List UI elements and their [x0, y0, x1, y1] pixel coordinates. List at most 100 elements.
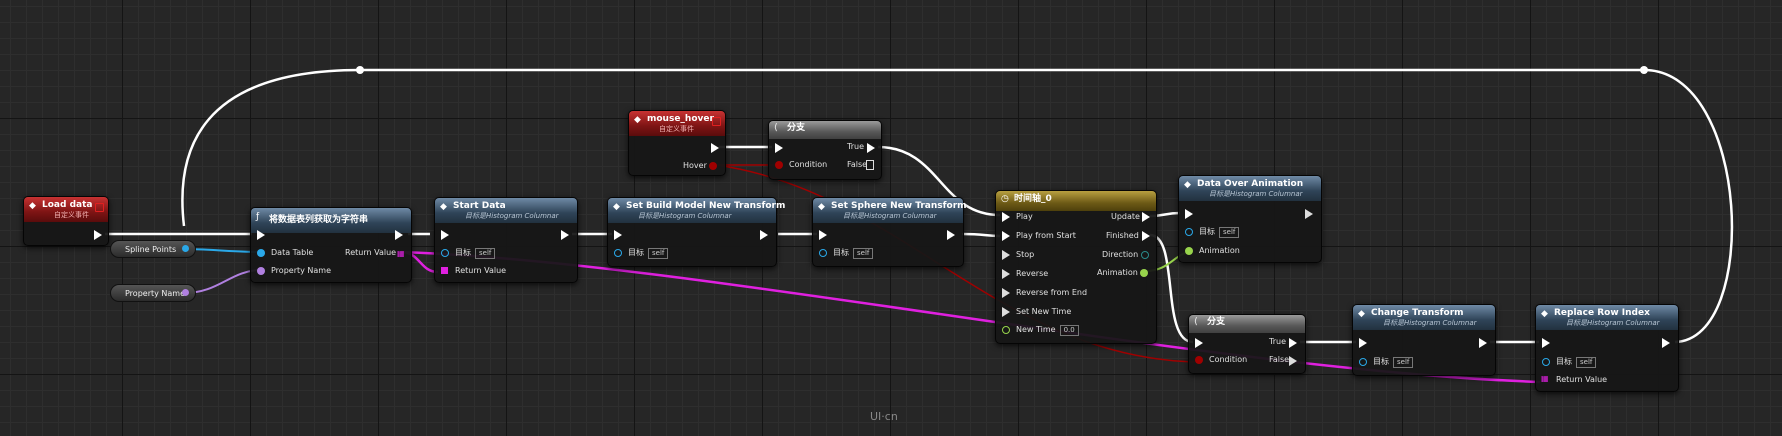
array-pin-icon[interactable]: ▦ [397, 249, 405, 258]
get-table-column-node[interactable]: ƒ 将数据表列获取为字符串 Data Table Return Value ▦ … [250, 207, 412, 283]
replace-row-index-node[interactable]: ◆ Replace Row Index 目标是Histogram Columna… [1535, 304, 1679, 392]
exec-out-pin[interactable] [1479, 338, 1487, 348]
node-title: 分支 [787, 123, 806, 133]
node-title: Set Sphere New Transform [831, 201, 967, 211]
true-exec-pin[interactable] [1289, 338, 1297, 348]
struct-pin-icon[interactable] [441, 267, 448, 274]
node-subtitle: 目标是Histogram Columnar [1566, 319, 1660, 327]
direction-pin[interactable] [1141, 251, 1149, 259]
get-table-header[interactable]: ƒ 将数据表列获取为字符串 [251, 208, 411, 233]
new-time-pin[interactable] [1002, 326, 1010, 334]
event-icon: ◆ [29, 201, 36, 211]
data-over-header[interactable]: ◆ Data Over Animation 目标是Histogram Colum… [1179, 176, 1321, 201]
target-pin[interactable] [819, 249, 827, 257]
exec-out-pin[interactable] [760, 230, 768, 240]
exec-out-pin[interactable] [947, 230, 955, 240]
node-title: Change Transform [1371, 308, 1464, 318]
condition-pin[interactable] [1195, 356, 1203, 364]
name-pin[interactable] [182, 289, 189, 296]
animation-pin[interactable] [1140, 269, 1148, 277]
property-name-variable[interactable]: Property Name [110, 284, 196, 302]
load-data-node[interactable]: ◆ Load data 自定义事件 [23, 196, 109, 246]
branch-bottom-header[interactable]: ⟨ 分支 [1189, 315, 1305, 333]
target-pin[interactable] [1542, 358, 1550, 366]
spline-points-variable[interactable]: Spline Points [110, 240, 196, 258]
set-sphere-header[interactable]: ◆ Set Sphere New Transform 目标是Histogram … [813, 198, 967, 223]
target-pin[interactable] [441, 249, 449, 257]
pin-label: Condition [1209, 355, 1248, 364]
function-icon: ƒ [256, 212, 260, 222]
timeline-header[interactable]: ◷ 时间轴_0 [996, 191, 1156, 211]
exec-in-pin[interactable] [441, 230, 449, 240]
animation-pin[interactable] [1185, 247, 1193, 255]
node-subtitle: 目标是Histogram Columnar [638, 212, 732, 220]
exec-in-pin[interactable] [257, 230, 265, 240]
exec-in-pin[interactable] [1542, 338, 1550, 348]
exec-in-pin[interactable] [775, 143, 783, 153]
array-pin-icon[interactable]: ▦ [1541, 374, 1549, 383]
reverse-exec-pin[interactable] [1002, 269, 1010, 279]
new-time-input[interactable]: 0.0 [1059, 325, 1079, 336]
exec-in-pin[interactable] [1195, 338, 1203, 348]
exec-out-pin[interactable] [711, 143, 719, 153]
play-from-start-pin[interactable] [1002, 231, 1010, 241]
pin-label: Return Value [1556, 375, 1608, 384]
false-exec-pin[interactable] [1289, 356, 1297, 366]
delegate-pin-icon[interactable] [95, 203, 104, 212]
reverse-from-end-pin[interactable] [1002, 288, 1010, 298]
branch-top-node[interactable]: ⟨ 分支 True Condition False [768, 120, 882, 180]
exec-in-pin[interactable] [819, 230, 827, 240]
object-pin[interactable] [182, 245, 189, 252]
node-subtitle: 自定义事件 [659, 125, 694, 133]
condition-pin[interactable] [775, 161, 783, 169]
pin-label: Animation [1097, 268, 1138, 277]
target-pin[interactable] [614, 249, 622, 257]
mouse-hover-node[interactable]: ◆ mouse_hover 自定义事件 Hover [628, 110, 726, 176]
target-pin[interactable] [1185, 228, 1193, 236]
bool-pin[interactable] [709, 162, 717, 170]
stop-exec-pin[interactable] [1002, 250, 1010, 260]
finished-exec-pin[interactable] [1142, 231, 1150, 241]
exec-in-pin[interactable] [614, 230, 622, 240]
exec-in-pin[interactable] [1359, 338, 1367, 348]
pin-label: Reverse [1016, 269, 1049, 278]
delegate-pin-icon[interactable] [712, 117, 721, 126]
set-build-model-node[interactable]: ◆ Set Build Model New Transform 目标是Histo… [607, 197, 785, 267]
start-data-header[interactable]: ◆ Start Data 目标是Histogram Columnar [435, 198, 577, 223]
property-name-pin[interactable] [257, 267, 265, 275]
target-pin[interactable] [1359, 358, 1367, 366]
mouse-hover-header[interactable]: ◆ mouse_hover 自定义事件 [629, 111, 725, 136]
exec-in-pin[interactable] [1185, 209, 1193, 219]
false-exec-pin[interactable] [866, 160, 874, 170]
true-exec-pin[interactable] [867, 143, 875, 153]
exec-out-pin[interactable] [1662, 338, 1670, 348]
play-exec-pin[interactable] [1002, 212, 1010, 222]
data-over-animation-node[interactable]: ◆ Data Over Animation 目标是Histogram Colum… [1178, 175, 1322, 263]
event-icon: ◆ [634, 115, 641, 125]
set-build-model-header[interactable]: ◆ Set Build Model New Transform 目标是Histo… [608, 198, 785, 223]
update-exec-pin[interactable] [1142, 212, 1150, 222]
set-sphere-node[interactable]: ◆ Set Sphere New Transform 目标是Histogram … [812, 197, 967, 267]
exec-out-pin[interactable] [561, 230, 569, 240]
reroute-left [356, 66, 364, 74]
change-transform-header[interactable]: ◆ Change Transform 目标是Histogram Columnar [1353, 305, 1495, 330]
branch-top-header[interactable]: ⟨ 分支 [769, 121, 881, 139]
branch-bottom-node[interactable]: ⟨ 分支 True Condition False [1188, 314, 1306, 374]
timeline-node[interactable]: ◷ 时间轴_0 Play Update Play from Start Fini… [995, 190, 1157, 344]
change-transform-node[interactable]: ◆ Change Transform 目标是Histogram Columnar… [1352, 304, 1496, 376]
pin-label: False [1269, 355, 1290, 364]
set-new-time-pin[interactable] [1002, 307, 1010, 317]
data-table-pin[interactable] [257, 249, 265, 257]
replace-row-header[interactable]: ◆ Replace Row Index 目标是Histogram Columna… [1536, 305, 1678, 330]
pin-label: Play from Start [1016, 231, 1076, 240]
exec-out-pin[interactable] [94, 230, 102, 240]
exec-out-pin[interactable] [1305, 209, 1313, 219]
function-icon: ◆ [1541, 309, 1548, 319]
pin-label: Data Table [271, 248, 314, 257]
pin-label: Condition [789, 160, 828, 169]
exec-out-pin[interactable] [395, 230, 403, 240]
load-data-header[interactable]: ◆ Load data 自定义事件 [24, 197, 108, 222]
